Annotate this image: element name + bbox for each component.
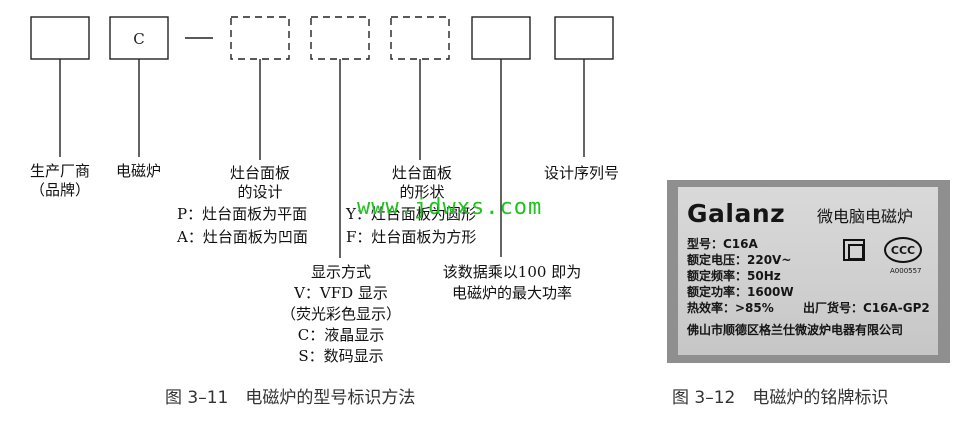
shape-box (390, 16, 450, 60)
label-display-v: V：VFD 显示 (294, 284, 388, 302)
watermark: www.jdwxs.com (357, 195, 543, 220)
caption-figure-3-11: 图 3–11 电磁炉的型号标识方法 (165, 388, 416, 408)
label-display-s: S：数码显示 (298, 347, 384, 365)
nameplate-voltage: 额定电压：220V~ (687, 253, 792, 267)
label-panel-design-line1: 灶台面板 (229, 164, 290, 182)
nameplate: Galanz 微电脑电磁炉 型号：C16A 额定电压：220V~ 额定频率：50… (667, 180, 950, 363)
brand-box (30, 16, 90, 60)
label-panel-shape-line1: 灶台面板 (391, 164, 452, 182)
label-display-title: 显示方式 (310, 263, 371, 281)
label-power-line2: 电磁炉的最大功率 (451, 284, 572, 302)
caption-figure-3-12: 图 3–12 电磁炉的铭牌标识 (672, 388, 889, 408)
nameplate-power: 额定功率：1600W (687, 285, 794, 299)
c-box-label: C (133, 30, 144, 48)
label-manufacturer: 生产厂商 （品牌） (18, 162, 102, 200)
design-box (230, 16, 290, 60)
nameplate-brand: Galanz (687, 199, 786, 228)
label-induction-cooker: 电磁炉 (116, 162, 162, 180)
label-panel-shape-line2: 的形状 (399, 183, 445, 201)
label-shape-y: Y：灶台面板为圆形 (346, 205, 476, 223)
label-manufacturer-line2: （品牌） (29, 181, 90, 199)
ccc-mark-icon: CCC (884, 237, 922, 263)
label-display-c: C：液晶显示 (297, 326, 385, 344)
double-square-icon (843, 239, 865, 261)
label-panel-design: 灶台面板 的设计 (210, 164, 310, 202)
display-box (310, 16, 370, 60)
nameplate-product: 微电脑电磁炉 (817, 207, 914, 226)
power-box (471, 16, 531, 60)
nameplate-efficiency: 热效率：>85% (687, 301, 774, 315)
label-shape-f: F：灶台面板为方形 (346, 228, 477, 246)
nameplate-factory-code: 出厂货号：C16A-GP2 (803, 301, 930, 315)
serial-box (554, 16, 614, 60)
label-serial: 设计序列号 (544, 164, 620, 182)
nameplate-company: 佛山市顺德区格兰仕微波炉电器有限公司 (687, 323, 904, 337)
label-panel-shape: 灶台面板 的形状 (372, 164, 472, 202)
nameplate-cert-no: A000557 (890, 267, 922, 275)
ccc-mark-text: CCC (890, 244, 916, 257)
label-design-p: P：灶台面板为平面 (177, 205, 308, 223)
nameplate-frequency: 额定频率：50Hz (687, 269, 781, 283)
label-power: 该数据乘以100 即为 电磁炉的最大功率 (420, 262, 604, 304)
nameplate-surface: Galanz 微电脑电磁炉 型号：C16A 额定电压：220V~ 额定频率：50… (678, 187, 938, 355)
label-panel-design-line2: 的设计 (237, 183, 283, 201)
label-display-v-note: （荧光彩色显示） (280, 305, 401, 323)
label-display-mode: 显示方式 V：VFD 显示 （荧光彩色显示） C：液晶显示 S：数码显示 (266, 262, 416, 367)
label-design-a: A：灶台面板为凹面 (177, 228, 308, 246)
nameplate-model: 型号：C16A (687, 237, 758, 251)
label-manufacturer-line1: 生产厂商 (29, 162, 90, 180)
label-power-line1: 该数据乘以100 即为 (442, 263, 582, 281)
